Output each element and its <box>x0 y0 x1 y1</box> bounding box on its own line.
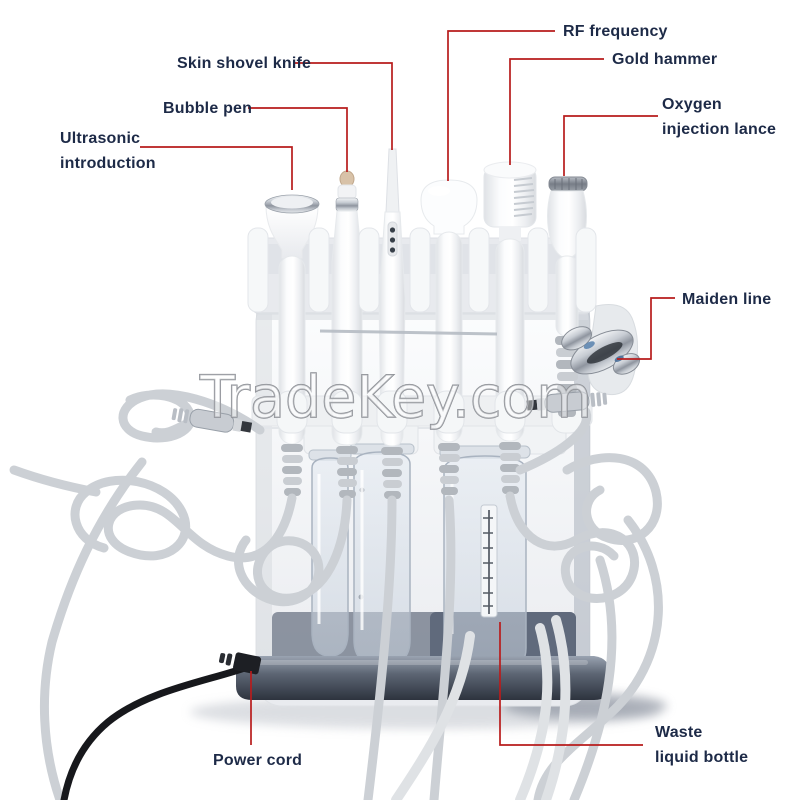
power-cord <box>60 652 262 800</box>
watermark-text: TradeKey.com <box>199 363 592 431</box>
base-highlight <box>252 660 588 665</box>
label-gold-hammer: Gold hammer <box>612 51 718 68</box>
handpiece-bubble-pen <box>331 170 363 446</box>
machine-base <box>236 656 610 700</box>
cable-tangle-right <box>505 407 663 800</box>
handpiece-rf <box>420 179 478 443</box>
callout-line-ultrasonic <box>140 146 293 190</box>
dc-plug-right <box>526 391 608 413</box>
callout-line-bubble-pen <box>248 107 348 172</box>
callout-lines <box>140 30 675 746</box>
callout-line-rf <box>447 30 555 181</box>
maiden-line-handpiece <box>561 304 641 396</box>
label-maiden-line: Maiden line <box>682 291 772 308</box>
label-rf-frequency: RF frequency <box>563 23 668 40</box>
metal-rod <box>319 329 498 336</box>
label-oxygen-injection-lance: Oxygen injection lance <box>662 96 777 138</box>
label-waste-liquid-bottle: Waste liquid bottle <box>655 724 749 766</box>
rack-fingers <box>247 227 597 313</box>
label-skin-shovel-knife: Skin shovel knife <box>177 55 312 72</box>
handpiece-skin-shovel <box>378 148 406 447</box>
callout-line-gold-hammer <box>509 58 604 165</box>
callout-line-waste <box>499 622 643 746</box>
dc-plug-left <box>171 408 253 433</box>
callout-line-oxygen <box>563 115 658 176</box>
label-power-cord: Power cord <box>213 752 303 769</box>
cable-tangle-left <box>9 389 352 800</box>
cables-center <box>363 495 475 800</box>
callout-line-maiden <box>617 297 675 360</box>
callout-line-skin-shovel <box>295 62 393 150</box>
label-ultrasonic-introduction: Ultrasonic introduction <box>60 130 156 172</box>
handpiece-gold-hammer <box>483 161 537 442</box>
label-bubble-pen: Bubble pen <box>163 100 253 117</box>
